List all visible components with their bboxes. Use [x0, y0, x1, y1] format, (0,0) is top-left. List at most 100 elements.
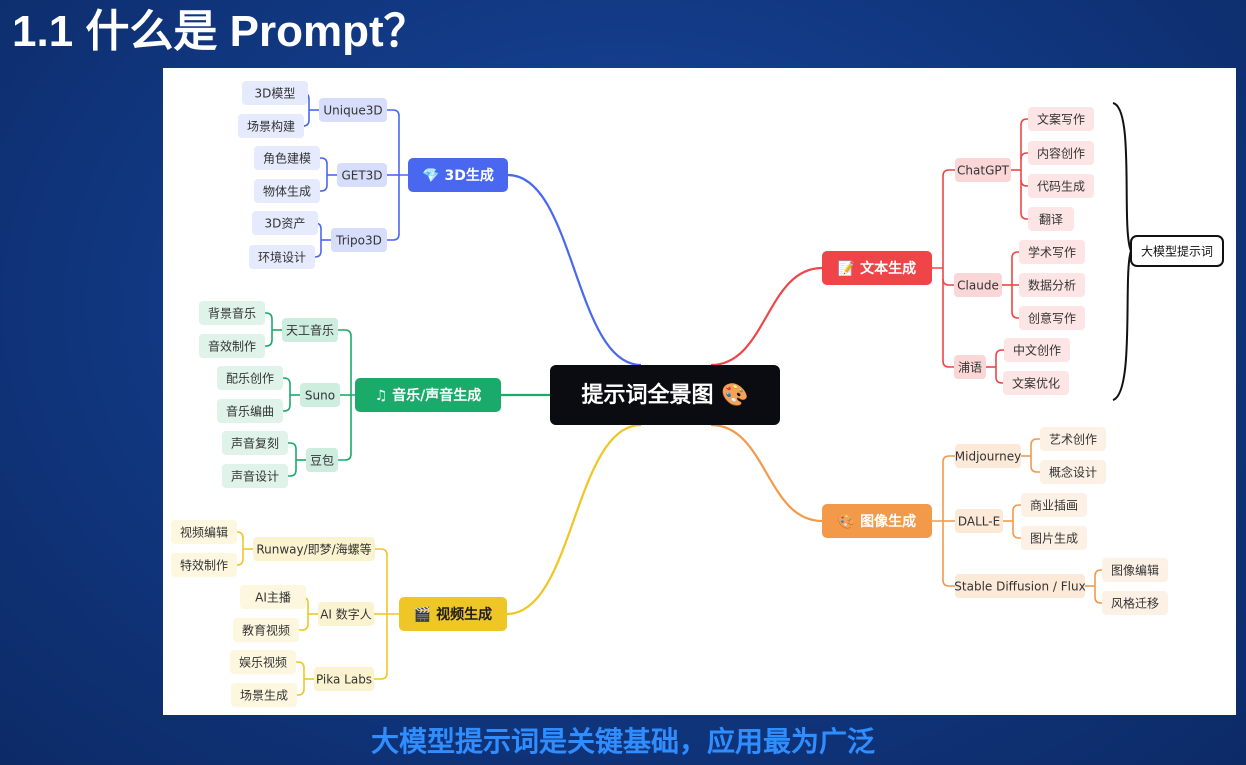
branch-image-node-3: Stable Diffusion / Flux — [954, 574, 1086, 598]
branch-video-node-2: AI 数字人 — [318, 602, 374, 626]
branch-3d-node-3-label: Tripo3D — [335, 234, 382, 248]
branch-text-leaf-label: 文案写作 — [1037, 112, 1085, 127]
branch-3d-leaf-label: 角色建模 — [263, 152, 311, 166]
branch-music-leaf: 背景音乐 — [199, 301, 265, 325]
branch-image-leaf-label: 艺术创作 — [1049, 433, 1097, 447]
branch-music-sub-2-link — [283, 404, 291, 412]
branch-image-sub-2-link — [1012, 531, 1021, 539]
branch-video-node-1: Runway/即梦/海螺等 — [253, 537, 375, 561]
branch-image-leaf-label: 概念设计 — [1049, 465, 1097, 480]
branch-music-sub-2-link — [283, 377, 291, 385]
branch-image-sub-3-link — [1094, 569, 1102, 577]
branch-music-leaf: 配乐创作 — [217, 366, 283, 390]
branch-text-sub-2-link — [1011, 251, 1019, 259]
branch-video-leaf: 教育视频 — [233, 618, 299, 642]
branch-video-sub-1-link — [236, 531, 244, 539]
branch-video-node-2-label: AI 数字人 — [320, 607, 372, 622]
branch-music-sub-1-link — [265, 312, 273, 320]
branch-3d-leaf: 3D模型 — [242, 81, 308, 105]
branch-music-node-1-label: 天工音乐 — [286, 323, 334, 338]
branch-video-node-3-label: Pika Labs — [316, 673, 372, 687]
branch-text-leaf-label: 中文创作 — [1013, 343, 1061, 358]
branch-text-leaf-label: 数据分析 — [1028, 278, 1076, 293]
node-layer: 提示词全景图 🎨💎 3D生成Unique3D3D模型场景构建GET3D角色建模物… — [171, 81, 1224, 707]
branch-text-sub-1-link — [1020, 118, 1028, 126]
branch-music-leaf-label: 声音复刻 — [231, 436, 279, 451]
branch-text-leaf: 内容创作 — [1028, 141, 1094, 165]
branch-image-leaf-label: 图像编辑 — [1111, 563, 1159, 578]
branch-text-leaf: 文案优化 — [1003, 371, 1069, 395]
branch-music-node-1: 天工音乐 — [282, 318, 338, 342]
branch-text-leaf: 数据分析 — [1019, 273, 1085, 297]
branch-3d-node-3: Tripo3D — [331, 228, 387, 252]
branch-music-leaf-label: 音效制作 — [208, 339, 256, 354]
branch-image-leaf: 概念设计 — [1040, 460, 1106, 484]
branch-video-leaf: AI主播 — [240, 585, 306, 609]
branch-text-sub-1-link — [1020, 212, 1028, 220]
branch-3d-leaf: 角色建模 — [254, 146, 320, 170]
branch-music-node-3: 豆包 — [306, 448, 338, 472]
branch-text-node-label: 📝 文本生成 — [838, 260, 916, 277]
branch-text-leaf-label: 学术写作 — [1028, 245, 1076, 260]
branch-image-leaf-label: 商业插画 — [1030, 498, 1078, 513]
branch-video-sub-3-link — [297, 688, 305, 696]
branch-music-node-3-label: 豆包 — [310, 454, 334, 468]
branch-text-node: 📝 文本生成 — [822, 251, 932, 285]
branch-3d-node-2-label: GET3D — [341, 169, 382, 183]
bracket-label-label: 大模型提示词 — [1141, 244, 1213, 259]
branch-3d-link — [387, 233, 400, 241]
branch-image-node-2-label: DALL-E — [958, 515, 1000, 529]
branch-image-sub-3-link — [1094, 596, 1102, 604]
branch-3d-node-2: GET3D — [337, 163, 387, 187]
branch-video-node-3: Pika Labs — [314, 667, 374, 691]
branch-text-leaf: 学术写作 — [1019, 240, 1085, 264]
branch-text-node-1: ChatGPT — [955, 158, 1011, 182]
branch-image-node-1: Midjourney — [955, 444, 1021, 468]
branch-music-sub-3-link — [288, 442, 297, 450]
curly-brace — [1112, 102, 1133, 401]
branch-music-node-2: Suno — [300, 383, 340, 407]
root-node: 提示词全景图 🎨 — [550, 365, 780, 425]
branch-music-leaf-label: 音乐编曲 — [226, 404, 274, 419]
branch-image-leaf: 图片生成 — [1021, 526, 1087, 550]
root-node-label: 提示词全景图 🎨 — [581, 381, 748, 408]
branch-3d-curve — [507, 173, 642, 367]
branch-text-link — [942, 360, 954, 368]
branch-text-link — [942, 169, 955, 177]
branch-image-sub-2-link — [1012, 504, 1021, 512]
branch-image-node-2: DALL-E — [955, 509, 1003, 533]
branch-video-node: 🎬 视频生成 — [399, 597, 507, 631]
branch-text-node-3-label: 浦语 — [958, 361, 982, 375]
branch-3d-leaf: 物体生成 — [254, 179, 320, 203]
branch-image-node-1-label: Midjourney — [955, 450, 1021, 464]
branch-video-leaf: 特效制作 — [171, 553, 237, 577]
branch-music-node-2-label: Suno — [305, 389, 335, 403]
branch-text-node-2: Claude — [954, 273, 1002, 297]
branch-text-leaf-label: 文案优化 — [1012, 376, 1060, 391]
mindmap-diagram: 提示词全景图 🎨💎 3D生成Unique3D3D模型场景构建GET3D角色建模物… — [171, 81, 1224, 707]
branch-image-curve — [710, 423, 823, 523]
branch-3d-node-label: 💎 3D生成 — [422, 167, 494, 184]
branch-video-leaf: 场景生成 — [231, 683, 297, 707]
branch-text-node-3: 浦语 — [954, 355, 986, 379]
branch-text-sub-2-link — [1011, 311, 1019, 319]
branch-text-sub-1-link — [1020, 152, 1028, 160]
branch-text-leaf-label: 代码生成 — [1037, 180, 1085, 194]
branch-video-sub-2-link — [299, 623, 309, 631]
branch-3d-leaf: 3D资产 — [252, 211, 318, 235]
branch-text-leaf-label: 内容创作 — [1037, 146, 1085, 161]
branch-image-sub-1-link — [1030, 438, 1040, 446]
branch-3d-leaf-label: 3D模型 — [255, 87, 296, 101]
branch-video-leaf-label: 教育视频 — [242, 623, 290, 638]
branch-music-sub-3-link — [288, 469, 297, 477]
branch-video-leaf-label: 娱乐视频 — [239, 655, 287, 670]
branch-video-leaf-label: 特效制作 — [180, 558, 228, 573]
branch-text-leaf-label: 翻译 — [1039, 213, 1063, 227]
branch-video-leaf-label: AI主播 — [255, 591, 291, 605]
branch-video-node-1-label: Runway/即梦/海螺等 — [256, 542, 371, 557]
branch-text-sub-3-link — [995, 376, 1003, 384]
branch-video-leaf-label: 场景生成 — [240, 689, 288, 703]
branch-text-node-2-label: Claude — [957, 279, 999, 293]
branch-3d-sub-2-link — [320, 157, 328, 165]
